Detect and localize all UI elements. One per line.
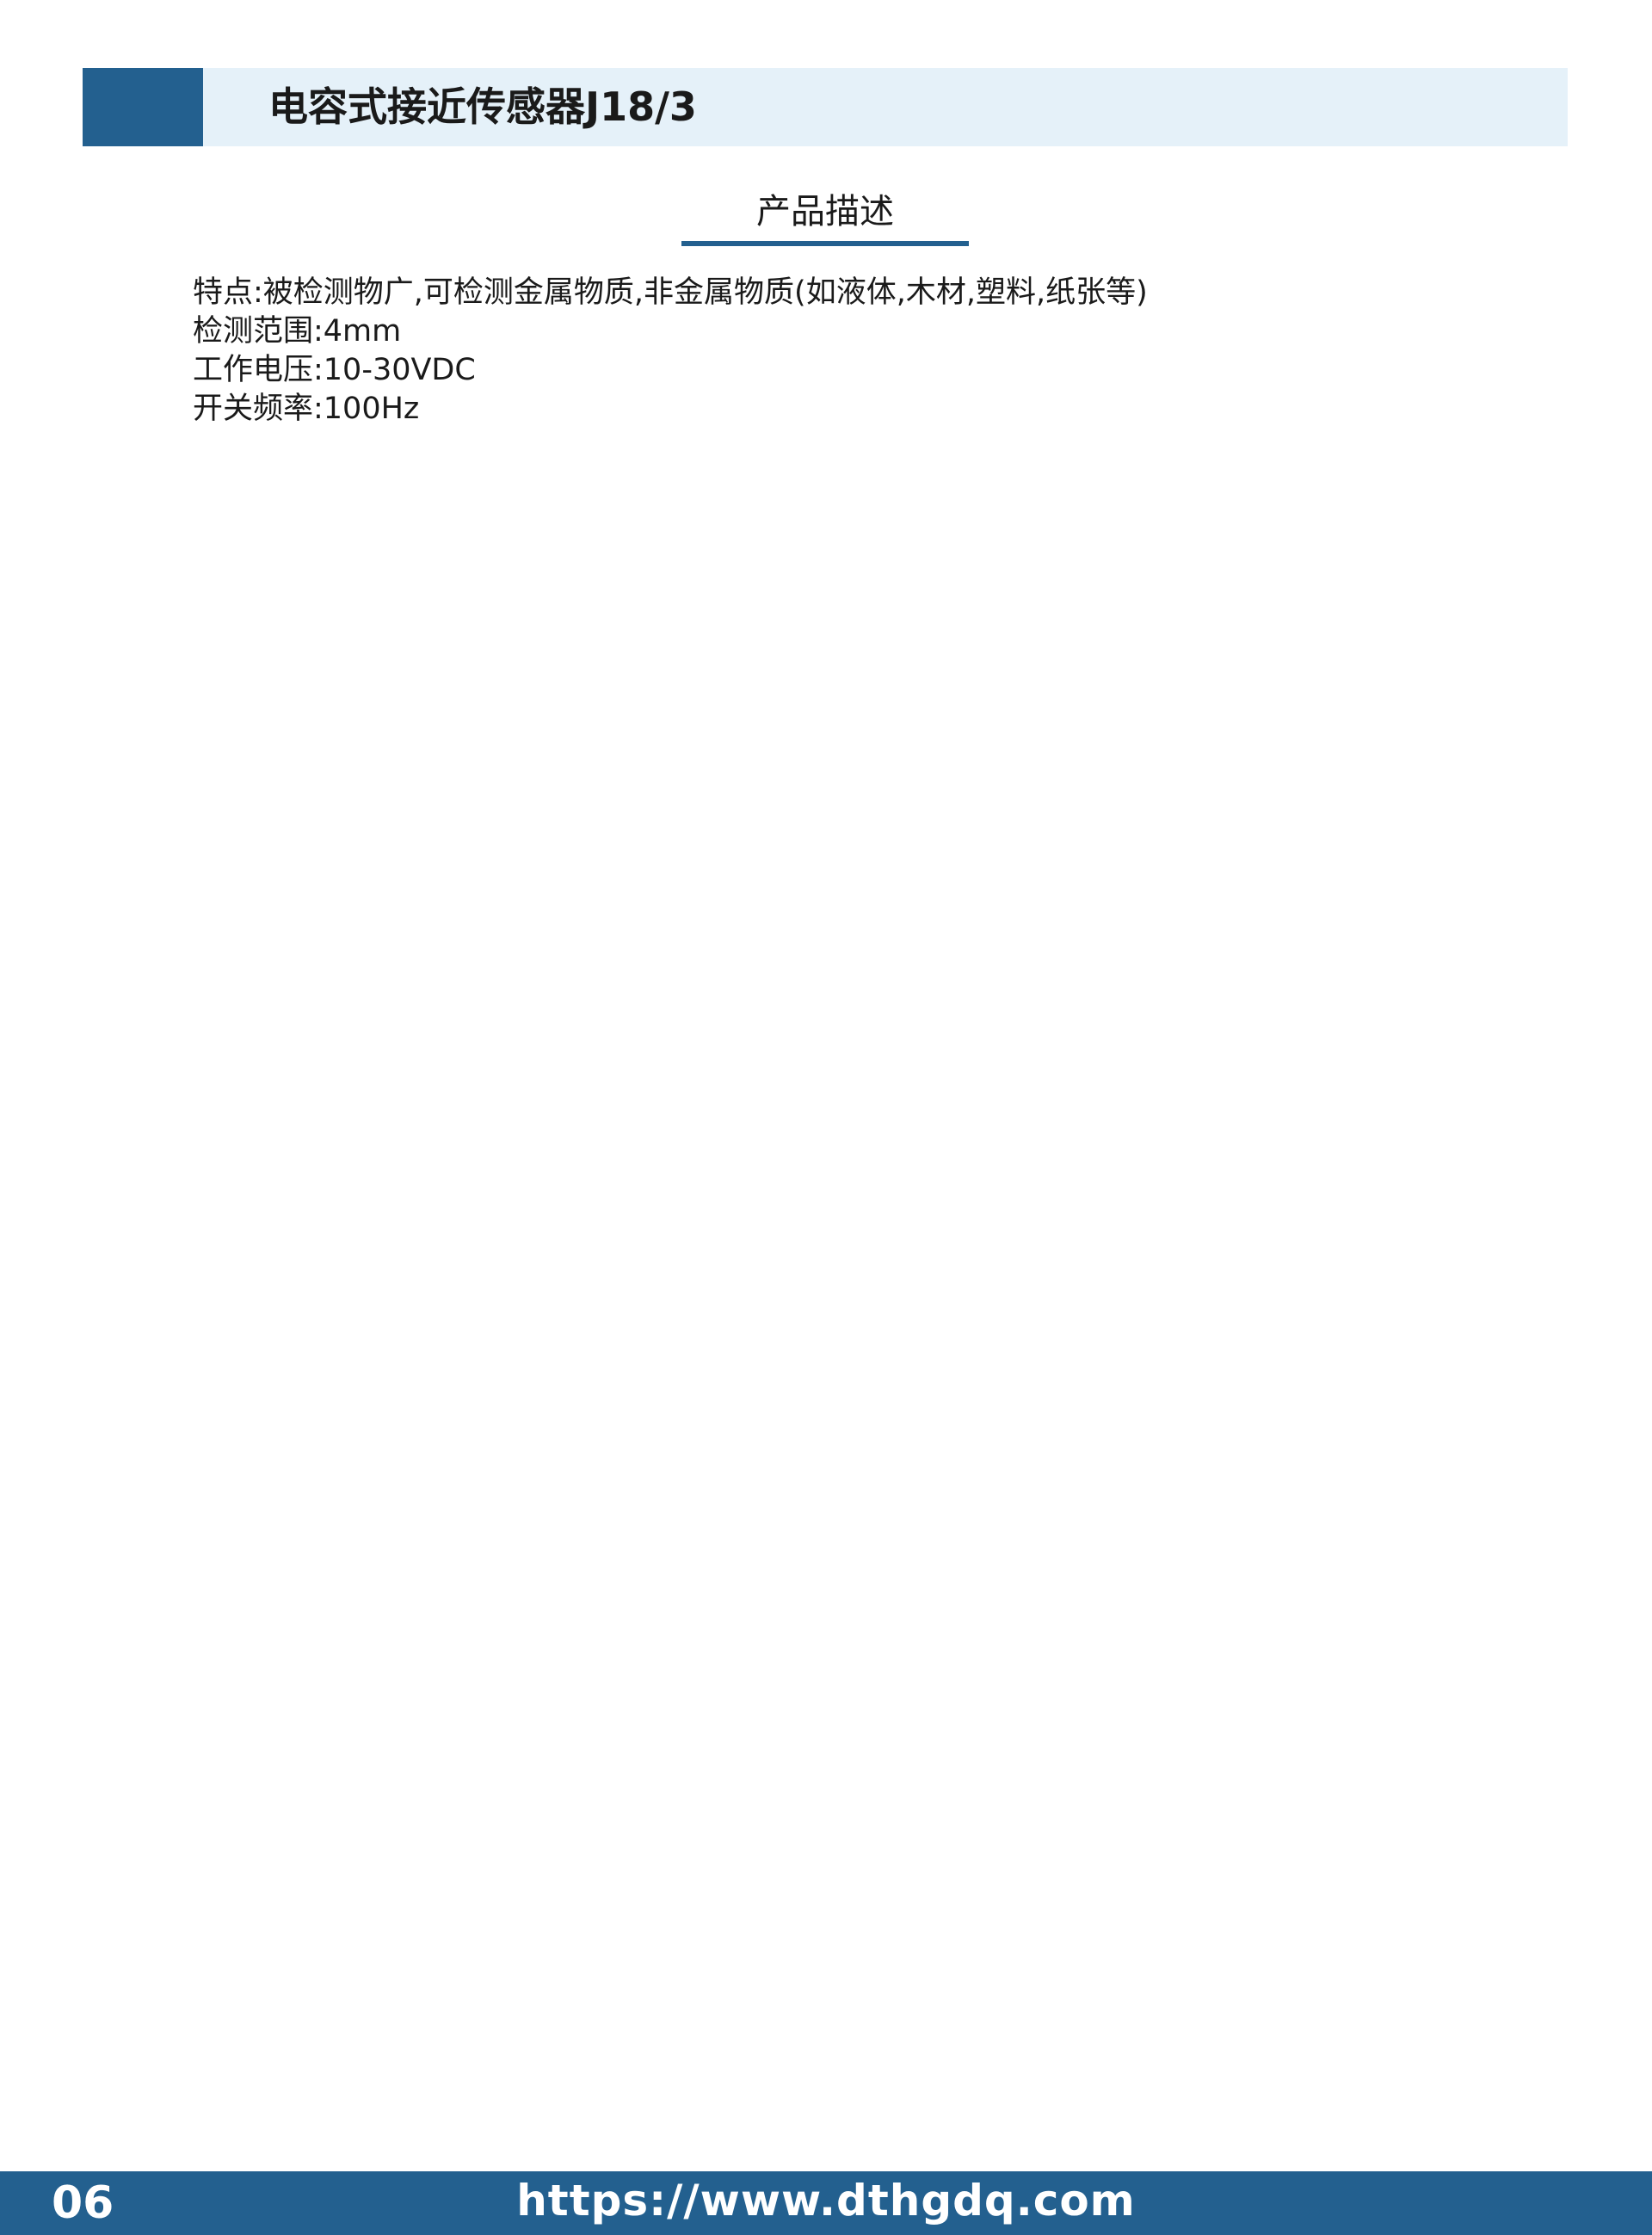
- section-title: 产品描述: [756, 192, 894, 232]
- description-switching-frequency: 开关频率:100Hz: [193, 392, 420, 426]
- header-bar: [83, 68, 1568, 146]
- description-detection-range: 检测范围:4mm: [193, 314, 402, 349]
- footer-bar: [0, 2171, 1652, 2235]
- description-features: 特点:被检测物广,可检测金属物质,非金属物质(如液体,木材,塑料,纸张等): [193, 275, 1148, 310]
- header-accent-block: [83, 68, 203, 146]
- page-number: 06: [52, 2177, 114, 2229]
- product-description: 特点:被检测物广,可检测金属物质,非金属物质(如液体,木材,塑料,纸张等) 检测…: [193, 274, 1483, 429]
- footer-url[interactable]: https://www.dthgdq.com: [516, 2176, 1136, 2226]
- page-title: 电容式接近传感器J18/3: [268, 83, 697, 130]
- section-title-underline: [681, 241, 969, 246]
- description-operating-voltage: 工作电压:10-30VDC: [193, 353, 476, 387]
